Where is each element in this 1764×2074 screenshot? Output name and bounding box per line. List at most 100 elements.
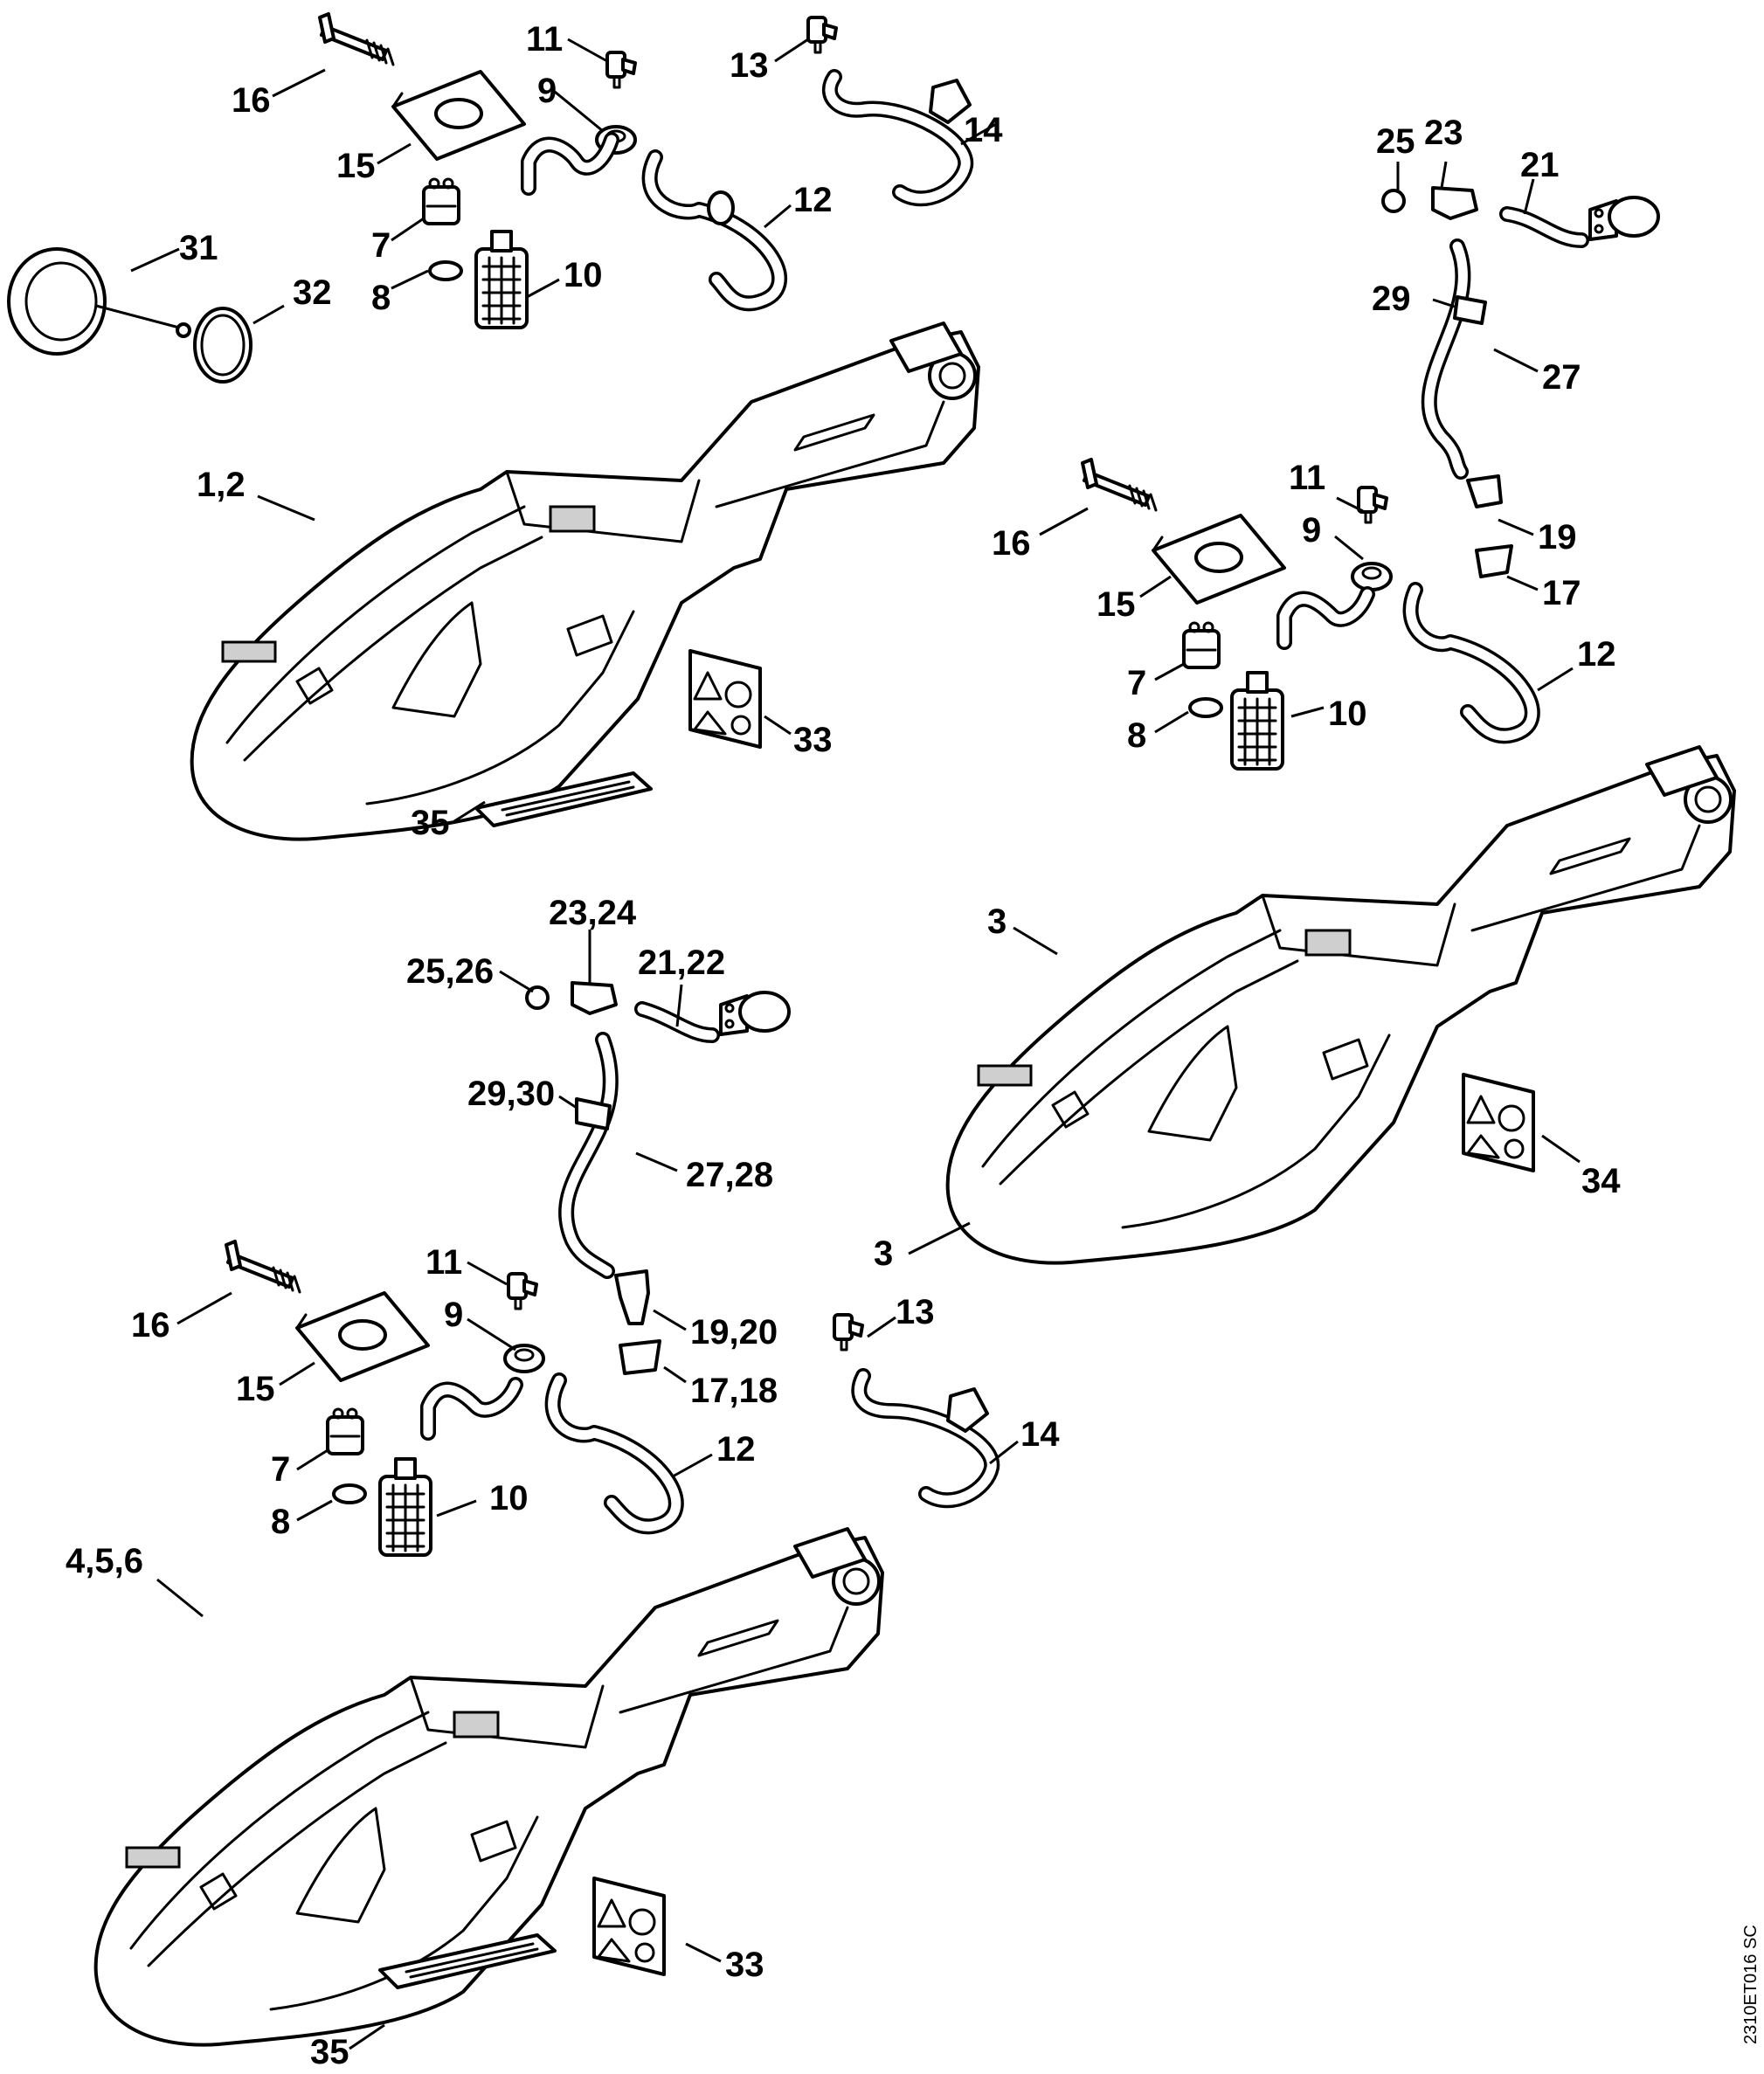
bolt-16: [225, 1240, 301, 1294]
warning-label-33: [592, 1877, 666, 1976]
valve-11: [1357, 486, 1388, 524]
o-ring-8: [428, 260, 463, 281]
callout-9: 9: [444, 1296, 463, 1334]
callout-21: 21: [1520, 146, 1560, 184]
callout-29-30: 29,30: [467, 1075, 555, 1113]
callout-8: 8: [1127, 716, 1146, 755]
callout-13: 13: [730, 46, 769, 85]
callout-33: 33: [725, 1946, 764, 1984]
callout-15: 15: [1096, 585, 1136, 624]
assembly-bottom-left: [93, 1240, 1000, 2047]
callout-9: 9: [1302, 511, 1321, 550]
assembly-top-right: [945, 186, 1736, 1265]
pickup-body-7: [1182, 621, 1221, 669]
o-ring-32: [193, 307, 252, 384]
grommet-29-30: [575, 1097, 612, 1130]
callout-15: 15: [236, 1370, 275, 1408]
primer-bulb-21: [1588, 196, 1660, 241]
grommet-29: [1453, 295, 1487, 325]
screw-25: [1381, 189, 1406, 213]
leader-lines: [130, 38, 1581, 2050]
grommet-9: [1351, 562, 1393, 591]
valve-11: [605, 51, 637, 89]
callout-9: 9: [537, 72, 557, 110]
o-ring-8: [1188, 697, 1223, 718]
callout-10: 10: [564, 256, 603, 294]
fuel-filter-10: [378, 1457, 432, 1557]
callout-12: 12: [793, 181, 833, 219]
elbow-23-24: [571, 981, 618, 1015]
callout-7: 7: [371, 226, 391, 265]
valve-13: [806, 16, 838, 54]
callout-23-24: 23,24: [549, 894, 637, 932]
callout-21-22: 21,22: [638, 944, 725, 982]
callout-25: 25: [1376, 122, 1415, 161]
callout-10: 10: [489, 1479, 529, 1517]
callout-35: 35: [411, 804, 450, 842]
callout-10: 10: [1328, 695, 1367, 733]
callout-27-28: 27,28: [686, 1156, 773, 1194]
plug-17-18: [619, 1339, 661, 1375]
callout-16: 16: [232, 81, 271, 120]
callout-17-18: 17,18: [690, 1372, 778, 1410]
callout-8: 8: [271, 1503, 290, 1541]
callout-8: 8: [371, 279, 391, 317]
fuel-filter-10: [1230, 671, 1284, 771]
callout-35: 35: [310, 2033, 349, 2071]
callout-7: 7: [1127, 664, 1146, 702]
pickup-body-7: [422, 177, 460, 225]
valve-11: [507, 1272, 538, 1310]
assembly-top-left: [7, 12, 980, 841]
callout-17: 17: [1542, 574, 1581, 612]
callout-27: 27: [1542, 358, 1581, 397]
grommet-9: [503, 1344, 545, 1373]
callout-12: 12: [716, 1430, 756, 1469]
warning-label-33: [688, 649, 762, 749]
clip-14: [929, 79, 972, 124]
callout-32: 32: [293, 273, 332, 312]
assembly-middle: [525, 981, 791, 1375]
callout-13: 13: [896, 1293, 935, 1331]
pickup-body-7: [326, 1407, 364, 1455]
callout-19: 19: [1538, 518, 1577, 557]
callout-14: 14: [1020, 1415, 1060, 1454]
elbow-23: [1431, 186, 1478, 220]
cover-plate-15: [1152, 514, 1286, 605]
plug-17: [1475, 544, 1513, 578]
callout-11: 11: [526, 20, 563, 59]
callout-34: 34: [1581, 1162, 1621, 1200]
fitting-19-20: [614, 1269, 650, 1325]
cover-plate-15: [391, 70, 526, 161]
callout-14: 14: [964, 111, 1003, 149]
callout-23: 23: [1424, 114, 1463, 152]
callout-3: 3: [874, 1234, 893, 1273]
callout-15: 15: [336, 147, 376, 185]
callout-25-26: 25,26: [406, 952, 494, 991]
callout-numbers: 16 15 11 9 13 14 12 7 8 10 31 32 1,2 33 …: [66, 20, 1621, 2071]
fuel-filter-10: [474, 230, 529, 329]
callout-16: 16: [992, 524, 1031, 563]
o-ring-8: [332, 1483, 367, 1504]
callout-33: 33: [793, 721, 833, 759]
callout-31: 31: [179, 229, 218, 267]
figure-code: 2310ET016 SC: [1741, 1925, 1761, 2044]
callout-16: 16: [131, 1306, 170, 1345]
callout-19-20: 19,20: [690, 1313, 778, 1352]
callout-11: 11: [425, 1243, 462, 1282]
callout-4-5-6: 4,5,6: [66, 1542, 143, 1580]
pump-cap-31: [7, 247, 191, 356]
bolt-16: [1081, 458, 1158, 512]
callout-12: 12: [1577, 635, 1616, 674]
callout-11: 11: [1289, 459, 1325, 497]
cover-plate-15: [295, 1291, 430, 1382]
clip-14: [946, 1387, 989, 1433]
callout-3: 3: [987, 902, 1007, 941]
callout-7: 7: [271, 1450, 290, 1489]
tank-housing-1-2: [190, 321, 980, 841]
callout-29: 29: [1372, 280, 1411, 318]
callout-1-2: 1,2: [197, 466, 246, 504]
warning-label-34: [1462, 1073, 1535, 1172]
bolt-16: [318, 12, 395, 66]
primer-bulb-21-22: [719, 991, 791, 1036]
